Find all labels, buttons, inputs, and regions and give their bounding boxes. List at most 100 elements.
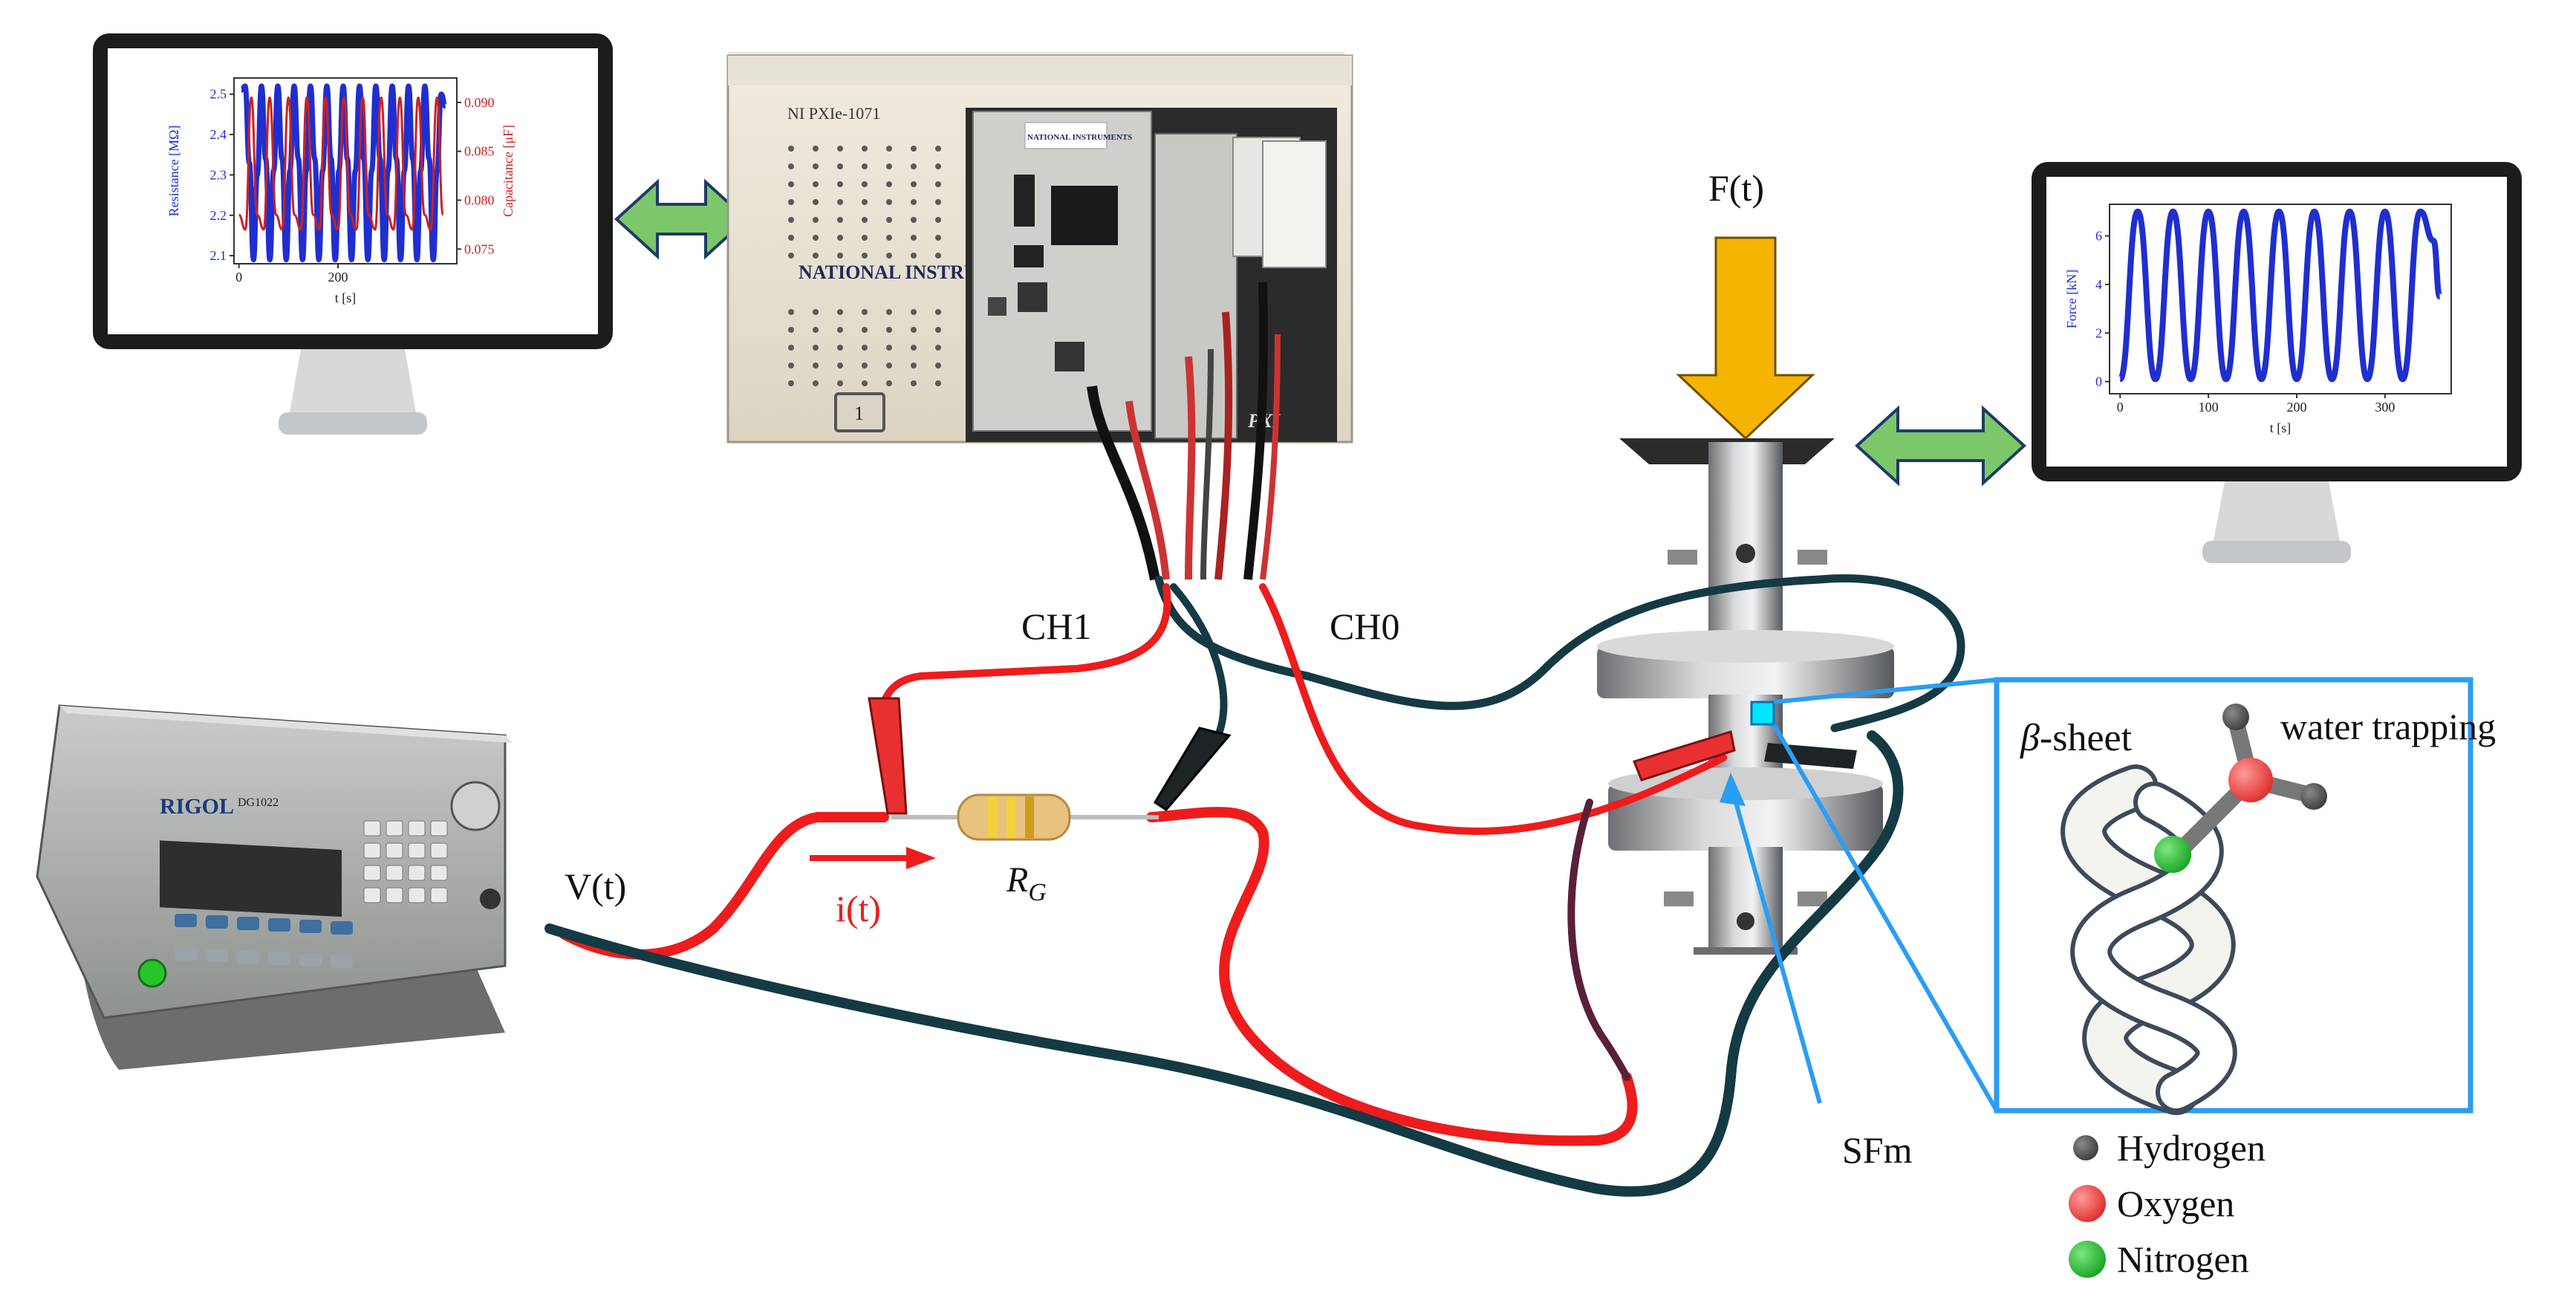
vent-hole xyxy=(862,181,868,187)
y2-tick-label: 0.090 xyxy=(464,95,495,110)
vent-hole xyxy=(935,146,941,152)
channel-button[interactable] xyxy=(206,949,228,962)
vent-hole xyxy=(862,363,868,368)
y-tick-label: 2.1 xyxy=(210,248,227,263)
keypad-key[interactable] xyxy=(430,842,448,859)
sample-label: SFm xyxy=(1842,1129,1913,1171)
vent-hole xyxy=(813,345,819,351)
sample-marker xyxy=(1750,701,1775,726)
zoom-line-bottom xyxy=(1772,723,1999,1112)
channel-button[interactable] xyxy=(331,955,353,968)
vent-hole xyxy=(886,363,892,368)
keypad-key[interactable] xyxy=(386,887,403,903)
vent-hole xyxy=(862,217,868,223)
keypad-key[interactable] xyxy=(363,887,381,903)
keypad-key[interactable] xyxy=(363,842,381,859)
vent-hole xyxy=(788,309,794,315)
resistor-label: RG xyxy=(1006,860,1047,906)
vent-hole xyxy=(813,327,819,333)
y-tick-label: 2.5 xyxy=(210,87,227,102)
vent-hole xyxy=(886,235,892,241)
y-axis-label: Force [kN] xyxy=(2064,270,2079,328)
ch0-label: CH0 xyxy=(1330,605,1399,647)
water-molecule xyxy=(2154,704,2327,873)
vent-hole xyxy=(813,235,819,241)
keypad-key[interactable] xyxy=(408,820,426,837)
vent-hole xyxy=(886,327,892,333)
keypad-key[interactable] xyxy=(363,865,381,881)
keypad-key[interactable] xyxy=(430,865,448,881)
vent-hole xyxy=(886,380,892,386)
vent-hole xyxy=(862,309,868,315)
legend-oxygen: Oxygen xyxy=(2117,1183,2234,1224)
vent-hole xyxy=(911,380,917,386)
vent-hole xyxy=(837,199,843,205)
vent-hole xyxy=(862,327,868,333)
channel-button[interactable] xyxy=(299,953,322,967)
keypad-key[interactable] xyxy=(430,820,448,837)
vent-hole xyxy=(813,309,819,315)
vent-hole xyxy=(886,345,892,351)
vent-hole xyxy=(813,181,819,187)
atom-legend: Hydrogen Oxygen Nitrogen xyxy=(2069,1127,2266,1280)
vent-hole xyxy=(788,235,794,241)
hydrogen-legend-icon xyxy=(2073,1135,2098,1160)
nitrogen-legend-icon xyxy=(2069,1241,2106,1278)
softkey-button[interactable] xyxy=(175,914,197,927)
sfm-pointer-head xyxy=(1720,773,1746,806)
vent-hole xyxy=(837,309,843,315)
vent-hole xyxy=(837,235,843,241)
vent-hole xyxy=(862,380,868,386)
keypad-key[interactable] xyxy=(408,842,426,859)
vent-hole xyxy=(911,181,917,187)
vent-hole xyxy=(886,199,892,205)
softkey-button[interactable] xyxy=(331,921,353,935)
x-tick-label: 0 xyxy=(235,270,242,285)
x-axis-label: t [s] xyxy=(335,290,357,305)
vent-hole xyxy=(837,380,843,386)
ni-pxi-chassis: NI PXIe-1071 NATIONAL INSTRUMENTS 1 NATI… xyxy=(726,52,1353,581)
softkey-button[interactable] xyxy=(237,917,259,930)
channel-button[interactable] xyxy=(237,950,259,964)
keypad-key[interactable] xyxy=(386,820,403,837)
force-arrow xyxy=(1676,236,1815,441)
keypad-key[interactable] xyxy=(386,865,403,881)
channel-button[interactable] xyxy=(175,947,197,961)
beta-sheet-label: β-sheet xyxy=(2020,717,2133,759)
keypad-key[interactable] xyxy=(408,865,426,881)
softkey-button[interactable] xyxy=(268,918,290,932)
generator-model: DG1022 xyxy=(238,796,279,809)
vent-hole xyxy=(788,327,794,333)
vent-hole xyxy=(886,217,892,223)
keypad-key[interactable] xyxy=(408,887,426,903)
ch1-label: CH1 xyxy=(1021,605,1091,647)
vent-hole xyxy=(935,235,941,241)
series-line xyxy=(240,83,447,263)
keypad-key[interactable] xyxy=(386,842,403,859)
vent-hole xyxy=(813,363,819,368)
channel-button[interactable] xyxy=(268,952,290,965)
vent-hole xyxy=(886,146,892,152)
vent-hole xyxy=(935,345,941,351)
softkey-button[interactable] xyxy=(206,915,228,929)
keypad-key[interactable] xyxy=(430,887,448,903)
softkey-button[interactable] xyxy=(299,920,322,933)
power-button-panel xyxy=(834,392,885,432)
force-label: F(t) xyxy=(1708,167,1764,209)
vent-hole xyxy=(935,380,941,386)
vent-hole xyxy=(788,380,794,386)
keypad-key[interactable] xyxy=(363,820,381,837)
vent-hole xyxy=(911,309,917,315)
vent-hole xyxy=(862,199,868,205)
vent-hole xyxy=(813,253,819,259)
x-tick-label: 200 xyxy=(2286,400,2306,415)
vent-hole xyxy=(788,181,794,187)
daq-model-label: NI PXIe-1071 xyxy=(787,104,880,123)
y2-tick-label: 0.085 xyxy=(464,144,495,159)
generator-keypad xyxy=(175,820,448,968)
signal-generator: RIGOL DG1022 xyxy=(36,704,513,1070)
vent-hole xyxy=(813,217,819,223)
